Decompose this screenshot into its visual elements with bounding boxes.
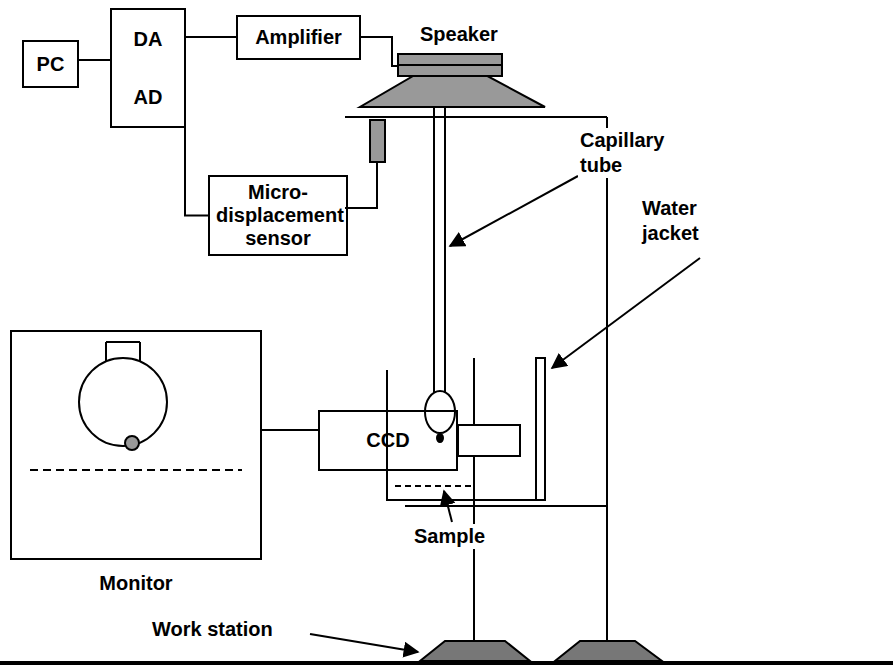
- part-label: Sample: [412, 524, 487, 549]
- leader-arrow: [444, 491, 452, 522]
- water-jacket-wall: [536, 358, 545, 500]
- part-label: Capillary tube: [578, 128, 677, 178]
- capillary-tube: [433, 107, 435, 393]
- stand-bar: [345, 116, 607, 118]
- component-box: PC: [22, 40, 79, 88]
- leader-arrow: [552, 258, 700, 368]
- component-box: Amplifier: [236, 15, 361, 60]
- speaker-cone: [360, 72, 545, 107]
- part-label: Speaker: [418, 22, 500, 47]
- box-label: PC: [37, 53, 65, 76]
- box-label: DA: [134, 28, 163, 51]
- stand-foot: [555, 641, 662, 661]
- box-label: Micro-displacement sensor: [216, 181, 340, 250]
- box-label: CCD: [366, 429, 409, 452]
- component-box: DA AD: [110, 8, 186, 128]
- box-label: Monitor: [12, 572, 260, 595]
- droplet: [437, 434, 443, 442]
- signal-wire: [186, 36, 236, 38]
- platform: [405, 505, 607, 507]
- component-box: Micro-displacement sensor: [208, 175, 348, 256]
- signal-wire: [79, 59, 110, 61]
- beaker: [387, 370, 545, 500]
- component-box: CCD: [318, 410, 458, 471]
- box-label: Amplifier: [255, 26, 342, 49]
- ccd-lens: [458, 425, 520, 456]
- signal-wire: [262, 429, 318, 431]
- capillary-bulb: [425, 391, 455, 433]
- stand-foot: [420, 641, 530, 661]
- speaker-magnet: [398, 54, 502, 76]
- sample-surface: [395, 485, 475, 487]
- leader-arrow: [310, 634, 418, 652]
- stand-upright: [606, 117, 608, 642]
- component-box: Monitor: [10, 330, 262, 560]
- displacement-probe: [370, 120, 385, 162]
- box-label: AD: [134, 86, 163, 109]
- part-label: Water jacket: [640, 196, 719, 246]
- part-label: Work station: [150, 617, 275, 642]
- sensor-wire: [345, 162, 377, 208]
- signal-wire: [185, 128, 208, 216]
- leader-arrow: [450, 176, 578, 246]
